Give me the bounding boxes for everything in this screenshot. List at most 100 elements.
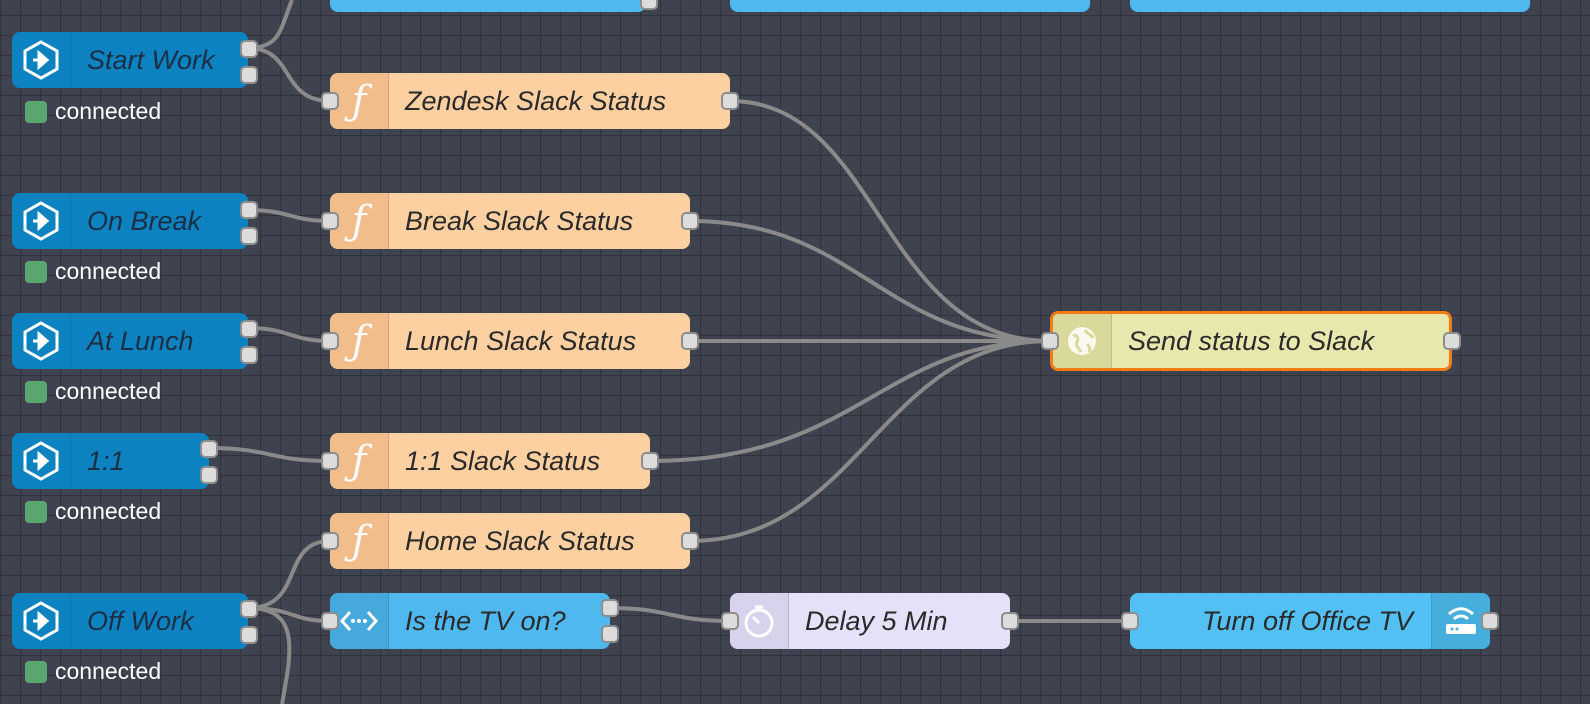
- switch-node-label: Is the TV on?: [405, 605, 566, 636]
- output-port[interactable]: [240, 600, 258, 618]
- status-dot: [25, 100, 47, 123]
- output-port[interactable]: [1481, 612, 1499, 630]
- input-port[interactable]: [321, 612, 339, 630]
- status-text: connected: [55, 98, 162, 124]
- router-wifi-icon: [1431, 593, 1490, 649]
- output-port[interactable]: [1443, 332, 1461, 350]
- device-node-turn-off-tv[interactable]: Turn off Office TV: [1130, 593, 1490, 649]
- function-node-home[interactable]: ƒ Home Slack Status: [330, 513, 690, 569]
- inject-node-label: On Break: [87, 205, 202, 236]
- http-request-node-send-status[interactable]: Send status to Slack: [1050, 311, 1452, 371]
- status-text: connected: [55, 658, 162, 684]
- output-port[interactable]: [240, 346, 258, 364]
- timer-icon: [730, 593, 789, 649]
- delay-node-label: Delay 5 Min: [805, 605, 948, 636]
- input-port[interactable]: [321, 452, 339, 470]
- status-connected: connected: [25, 98, 161, 125]
- http-request-node-label: Send status to Slack: [1128, 325, 1375, 356]
- input-port[interactable]: [321, 332, 339, 350]
- wire-offwork-to-home: [247, 539, 331, 610]
- function-node-label: Break Slack Status: [405, 205, 634, 236]
- output-port[interactable]: [1001, 612, 1019, 630]
- output-port[interactable]: [240, 66, 258, 84]
- status-dot: [25, 500, 47, 523]
- status-text: connected: [55, 378, 162, 404]
- output-port[interactable]: [240, 201, 258, 219]
- wire-zendesk-to-http: [729, 99, 1051, 343]
- status-connected: connected: [25, 378, 161, 405]
- output-port[interactable]: [721, 92, 739, 110]
- switch-node-tv-on[interactable]: Is the TV on?: [330, 593, 610, 649]
- wire-break-to-http: [689, 219, 1051, 343]
- input-port[interactable]: [321, 212, 339, 230]
- output-port[interactable]: [601, 599, 619, 617]
- function-node-break[interactable]: ƒ Break Slack Status: [330, 193, 690, 249]
- wire-offwork-down: [247, 606, 292, 704]
- arrow-right-hexagon-icon: [12, 593, 71, 649]
- arrow-right-hexagon-icon: [12, 313, 71, 369]
- wire-switch-to-delay: [609, 606, 731, 623]
- status-text: connected: [55, 498, 162, 524]
- input-port[interactable]: [321, 532, 339, 550]
- inject-node-one-on-one[interactable]: 1:1: [12, 433, 209, 489]
- inject-node-off-work[interactable]: Off Work: [12, 593, 248, 649]
- input-port[interactable]: [1121, 612, 1139, 630]
- status-connected: connected: [25, 258, 161, 285]
- output-port[interactable]: [200, 466, 218, 484]
- function-f-icon: ƒ: [330, 433, 389, 489]
- device-node-label: Turn off Office TV: [1201, 605, 1413, 636]
- wire-break-to-function: [247, 208, 331, 223]
- output-port[interactable]: [240, 320, 258, 338]
- inject-node-on-break[interactable]: On Break: [12, 193, 248, 249]
- inject-node-label: Off Work: [87, 605, 194, 636]
- function-f-icon: ƒ: [330, 73, 389, 129]
- output-port[interactable]: [681, 532, 699, 550]
- output-port[interactable]: [681, 212, 699, 230]
- inject-node-label: Start Work: [87, 44, 215, 75]
- status-text: connected: [55, 258, 162, 284]
- partial-node-top-1[interactable]: [330, 0, 646, 12]
- delay-node-5-min[interactable]: Delay 5 Min: [730, 593, 1010, 649]
- function-node-lunch[interactable]: ƒ Lunch Slack Status: [330, 313, 690, 369]
- function-node-zendesk[interactable]: ƒ Zendesk Slack Status: [330, 73, 730, 129]
- switch-arrows-icon: [330, 593, 389, 649]
- output-port[interactable]: [240, 227, 258, 245]
- globe-icon: [1053, 314, 1112, 368]
- arrow-right-hexagon-icon: [12, 32, 71, 88]
- function-node-label: Zendesk Slack Status: [405, 85, 667, 116]
- input-port[interactable]: [721, 612, 739, 630]
- status-connected: connected: [25, 658, 161, 685]
- output-port[interactable]: [240, 626, 258, 644]
- output-port[interactable]: [681, 332, 699, 350]
- function-f-icon: ƒ: [330, 193, 389, 249]
- output-port[interactable]: [200, 440, 218, 458]
- status-dot: [25, 260, 47, 283]
- inject-node-at-lunch[interactable]: At Lunch: [12, 313, 248, 369]
- function-node-label: Lunch Slack Status: [405, 325, 637, 356]
- function-f-icon: ƒ: [330, 513, 389, 569]
- status-dot: [25, 380, 47, 403]
- partial-node-top-1-port[interactable]: [640, 0, 658, 10]
- input-port[interactable]: [1041, 332, 1059, 350]
- wire-oneone-to-function: [208, 446, 331, 463]
- status-connected: connected: [25, 498, 161, 525]
- output-port[interactable]: [601, 625, 619, 643]
- inject-node-label: 1:1: [87, 445, 125, 476]
- inject-node-start-work[interactable]: Start Work: [12, 32, 248, 88]
- function-node-one-on-one[interactable]: ƒ 1:1 Slack Status: [330, 433, 650, 489]
- wire-offwork-to-switch: [247, 606, 331, 623]
- output-port[interactable]: [240, 40, 258, 58]
- wire-home-to-http: [689, 339, 1051, 543]
- partial-node-top-2[interactable]: [730, 0, 1090, 12]
- inject-node-label: At Lunch: [87, 325, 194, 356]
- arrow-right-hexagon-icon: [12, 193, 71, 249]
- function-node-label: 1:1 Slack Status: [405, 445, 601, 476]
- arrow-right-hexagon-icon: [12, 433, 71, 489]
- function-f-icon: ƒ: [330, 313, 389, 369]
- output-port[interactable]: [641, 452, 659, 470]
- wire-oneone-to-http: [649, 339, 1051, 463]
- wire-start-work-to-zendesk: [247, 46, 331, 103]
- partial-node-top-3[interactable]: [1130, 0, 1530, 12]
- wire-lunch-to-function: [247, 326, 331, 343]
- input-port[interactable]: [321, 92, 339, 110]
